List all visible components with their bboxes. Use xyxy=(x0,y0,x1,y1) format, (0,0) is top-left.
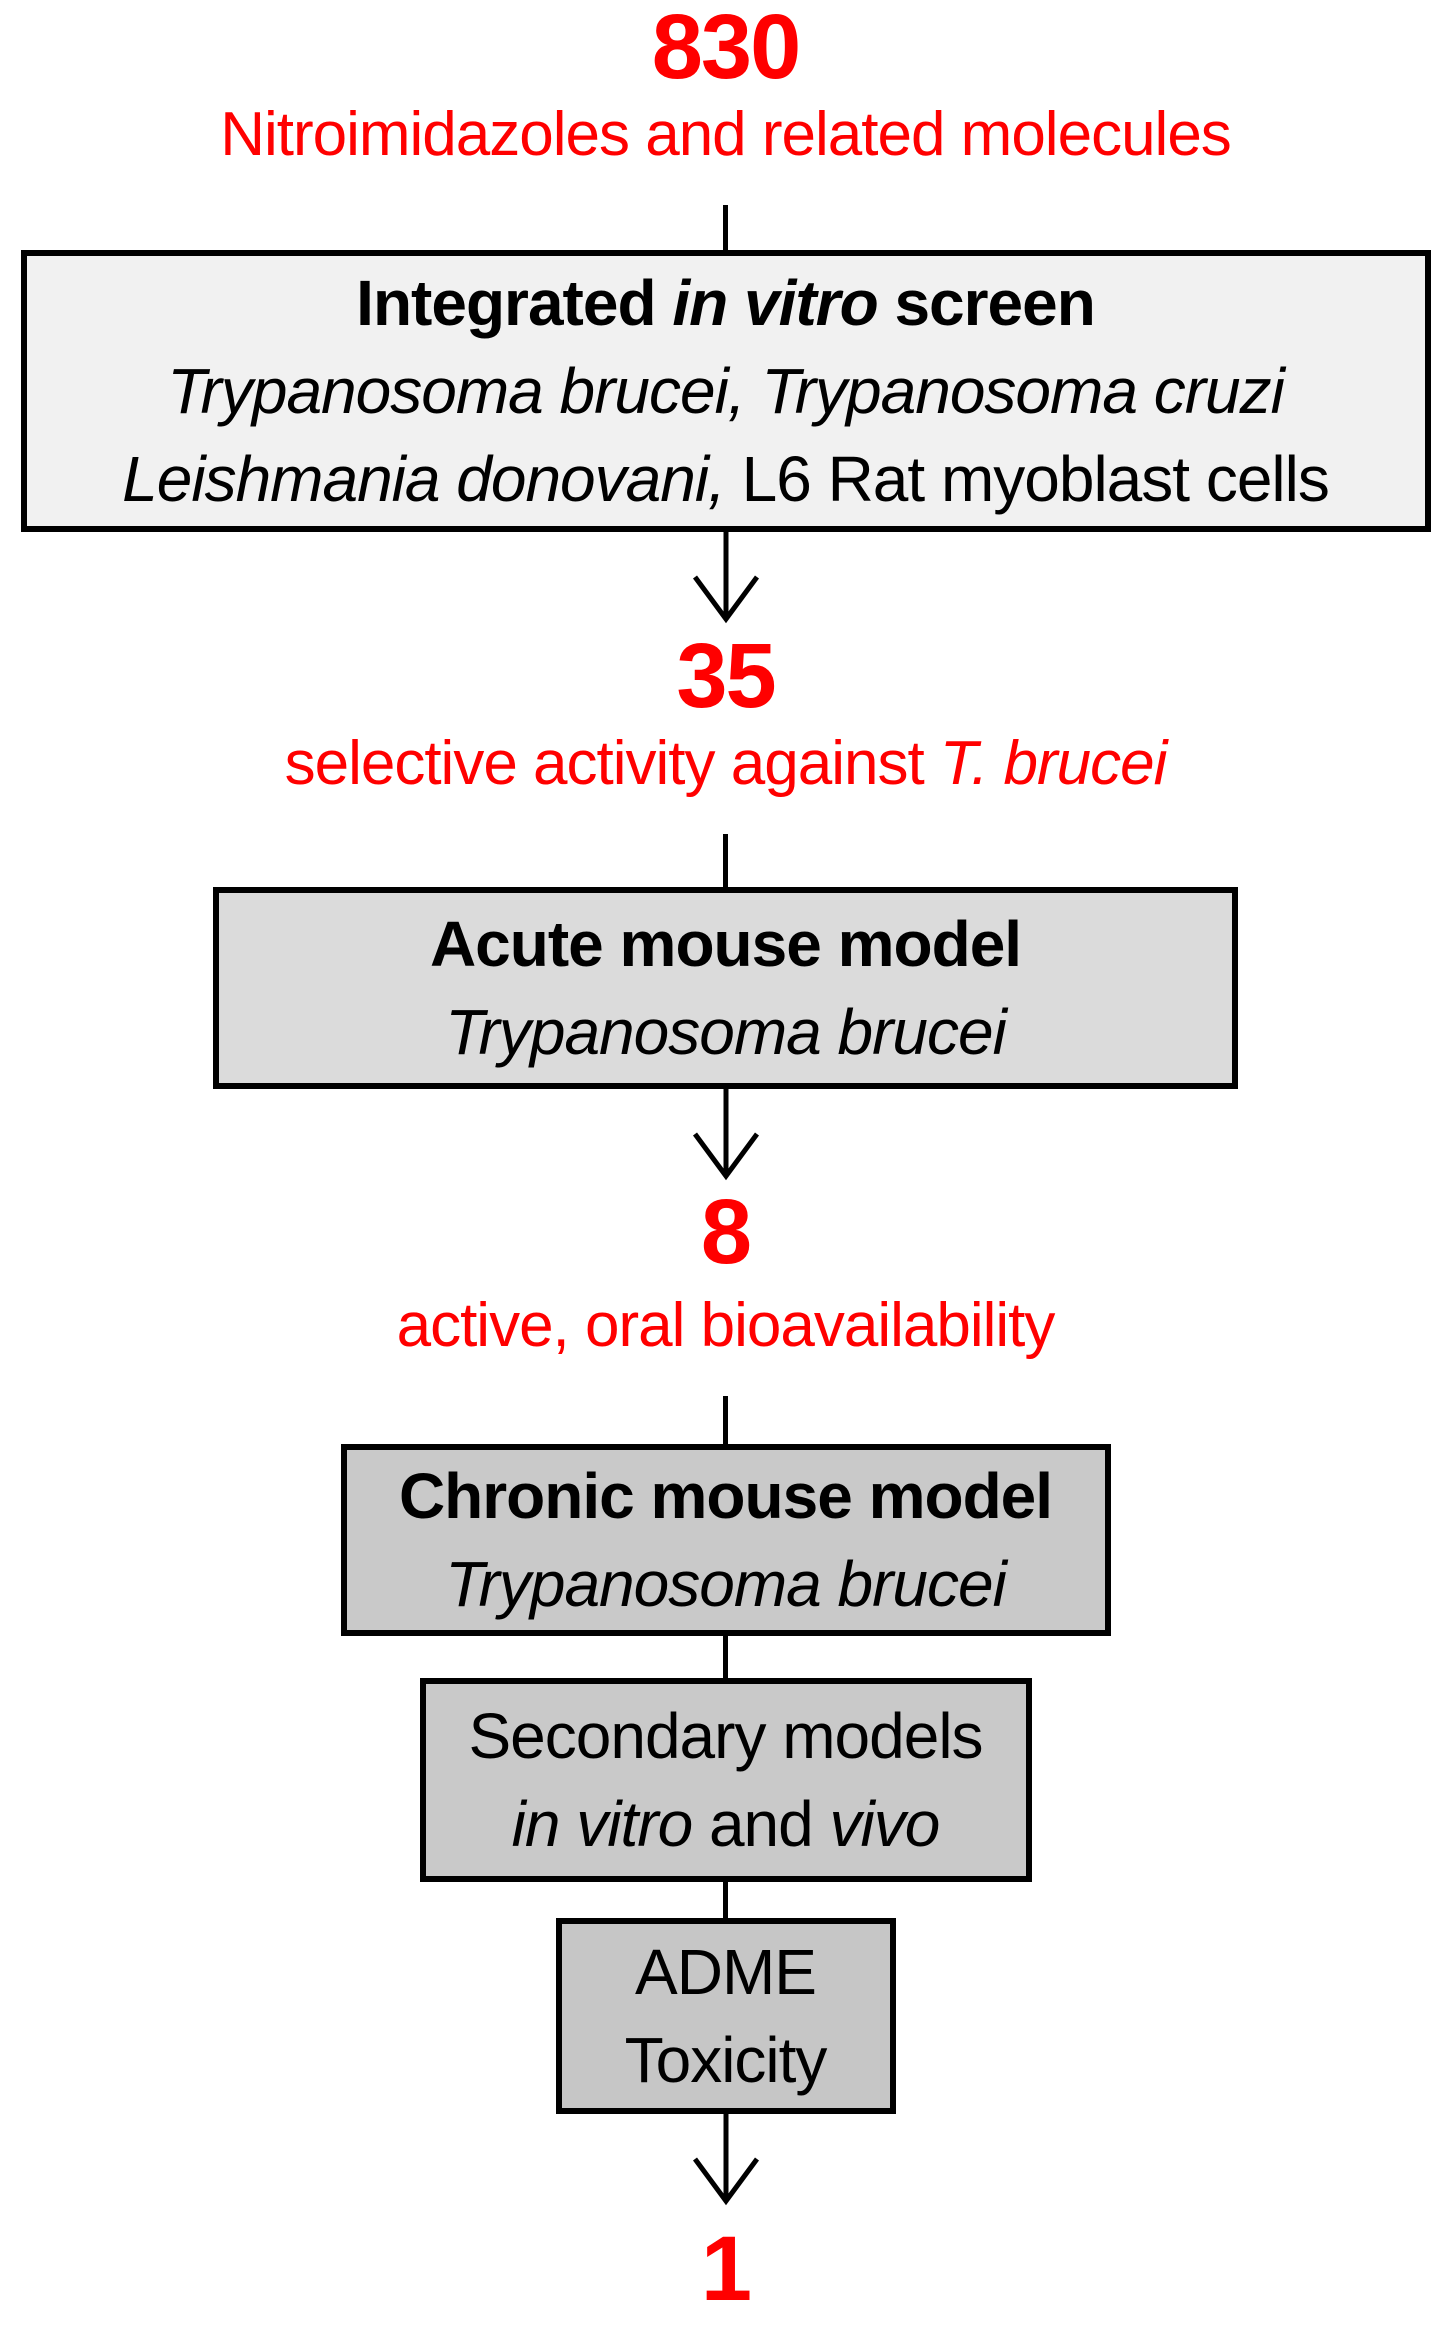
box-integrated-in-vitro-screen: Integrated in vitro screen Trypanosoma b… xyxy=(20,250,1431,532)
label-after-acute: active, oral bioavailability xyxy=(396,1291,1056,1360)
connector-line-to-screen-box xyxy=(723,205,728,250)
text-segment-italic: T. brucei xyxy=(939,729,1167,798)
count-final-compound: 1 xyxy=(700,2218,752,2320)
adme-box-line-1: ADME xyxy=(635,1936,817,2008)
count-initial-compounds: 830 xyxy=(651,0,801,98)
label-after-screen: selective activity against T. brucei xyxy=(284,724,1168,804)
chronic-box-organism: Trypanosoma brucei xyxy=(445,1548,1007,1620)
text-segment: Integrated xyxy=(356,267,673,339)
acute-box-organism: Trypanosoma brucei xyxy=(445,996,1007,1068)
text-segment-italic: vivo xyxy=(829,1788,941,1860)
box-adme-toxicity: ADME Toxicity xyxy=(555,1918,896,2114)
text-segment: L6 Rat myoblast cells xyxy=(724,443,1330,515)
box-secondary-models: Secondary models in vitro and vivo xyxy=(419,1678,1032,1882)
count-after-acute: 8 xyxy=(700,1181,752,1283)
secondary-box-subtitle: in vitro and vivo xyxy=(511,1780,941,1868)
connector-line-to-chronic-box xyxy=(723,1396,728,1444)
secondary-box-title: Secondary models xyxy=(468,1700,983,1772)
text-segment-italic: in vitro xyxy=(511,1788,693,1860)
text-segment: selective activity against xyxy=(284,729,940,798)
box-acute-mouse-model: Acute mouse model Trypanosoma brucei xyxy=(213,887,1238,1089)
connector-line-to-secondary-box xyxy=(723,1636,728,1678)
screen-box-organisms-line-1: Trypanosoma brucei, Trypanosoma cruzi xyxy=(167,355,1285,427)
arrow-down-icon xyxy=(692,532,759,624)
arrow-down-icon xyxy=(692,2114,759,2206)
box-chronic-mouse-model: Chronic mouse model Trypanosoma brucei xyxy=(340,1444,1111,1636)
acute-box-title: Acute mouse model xyxy=(429,908,1022,980)
connector-line-to-adme-box xyxy=(723,1882,728,1918)
text-segment: and xyxy=(692,1788,830,1860)
connector-line-to-acute-box xyxy=(723,834,728,887)
arrow-down-icon xyxy=(692,1089,759,1181)
text-segment-italic: in vitro xyxy=(672,267,878,339)
adme-box-line-2: Toxicity xyxy=(624,2024,828,2096)
label-initial-compounds: Nitroimidazoles and related molecules xyxy=(220,100,1232,169)
text-segment-italic: Leishmania donovani, xyxy=(122,443,726,515)
chronic-box-title: Chronic mouse model xyxy=(398,1460,1053,1532)
count-after-screen: 35 xyxy=(676,625,776,727)
text-segment: screen xyxy=(877,267,1095,339)
screen-box-title: Integrated in vitro screen xyxy=(356,259,1096,347)
screen-box-organisms-line-2: Leishmania donovani, L6 Rat myoblast cel… xyxy=(122,435,1330,523)
